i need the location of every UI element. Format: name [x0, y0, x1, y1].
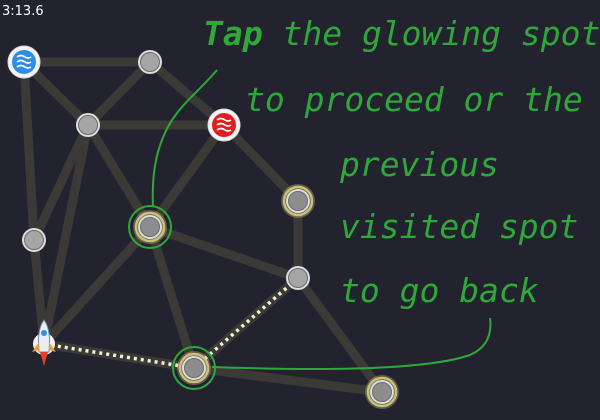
node-n-bottom-right[interactable] — [365, 375, 399, 409]
route-blue-planet-n-left — [19, 57, 39, 245]
tutorial-line-1: Tap the glowing spot — [203, 14, 600, 53]
traveled-path-segment — [43, 342, 195, 370]
node-n-right-upper[interactable] — [281, 184, 315, 218]
elapsed-timer: 3:13.6 — [2, 4, 44, 19]
node-n-left[interactable] — [22, 228, 46, 252]
node-n-bottom-center[interactable] — [172, 346, 216, 390]
tutorial-highlight-circle — [172, 346, 216, 390]
glow-ring — [366, 376, 398, 408]
tutorial-line-5: to go back — [340, 271, 539, 310]
glow-ring — [134, 211, 166, 243]
tutorial-line-2: to proceed or the — [245, 80, 583, 119]
rocket-fin-right-icon — [49, 342, 56, 352]
traveled-path-segment — [192, 276, 300, 370]
spot-core — [24, 230, 44, 250]
spot-core — [140, 52, 160, 72]
route-n-center-n-right-mid — [145, 222, 303, 283]
red-planet-stripe — [216, 127, 232, 132]
node-blue-planet[interactable] — [7, 45, 41, 79]
spot-core — [288, 268, 308, 288]
glow-ring — [178, 352, 210, 384]
node-n-top[interactable] — [138, 50, 162, 74]
route-n-right-mid-n-bottom-right — [293, 273, 387, 397]
spot-core — [288, 191, 308, 211]
spot-core — [140, 217, 160, 237]
tutorial-line-1-text: the glowing spot — [262, 14, 600, 53]
tutorial-line-3: previous — [340, 145, 499, 184]
route-n-upper-left-n-left — [29, 120, 93, 245]
route-n-bottom-center-n-bottom-right — [189, 363, 387, 397]
spot-core — [184, 358, 204, 378]
route-red-planet-n-right-upper — [219, 120, 303, 206]
rocket-flame-icon — [40, 352, 48, 366]
red-planet-stripe — [216, 117, 232, 122]
tutorial-line-4: visited spot — [340, 207, 579, 246]
tutorial-highlight-circle — [128, 205, 172, 249]
callout-leader-bottom — [211, 317, 492, 371]
node-n-right-mid[interactable] — [286, 266, 310, 290]
route-n-upper-left-rocket-spot — [39, 120, 93, 349]
rocket-window-icon — [41, 330, 47, 336]
rocket-fin-left-icon — [32, 342, 39, 352]
node-n-upper-left[interactable] — [76, 113, 100, 137]
spot-core — [372, 382, 392, 402]
node-rocket-spot[interactable] — [32, 319, 56, 366]
tutorial-emphasis: Tap — [203, 14, 263, 53]
blue-planet-stripe — [16, 59, 32, 64]
route-n-center-rocket-spot — [39, 222, 155, 349]
node-red-planet[interactable] — [207, 108, 241, 142]
callout-leader-top — [151, 69, 218, 208]
node-n-center[interactable] — [128, 205, 172, 249]
blue-planet-stripe — [16, 54, 32, 59]
spot-core — [78, 115, 98, 135]
blue-planet-stripe — [16, 64, 32, 69]
route-n-top-n-upper-left — [83, 57, 155, 130]
glow-ring — [282, 185, 314, 217]
red-planet-stripe — [216, 122, 232, 127]
route-n-upper-left-n-center — [83, 120, 155, 232]
route-n-center-n-bottom-center — [145, 222, 199, 373]
